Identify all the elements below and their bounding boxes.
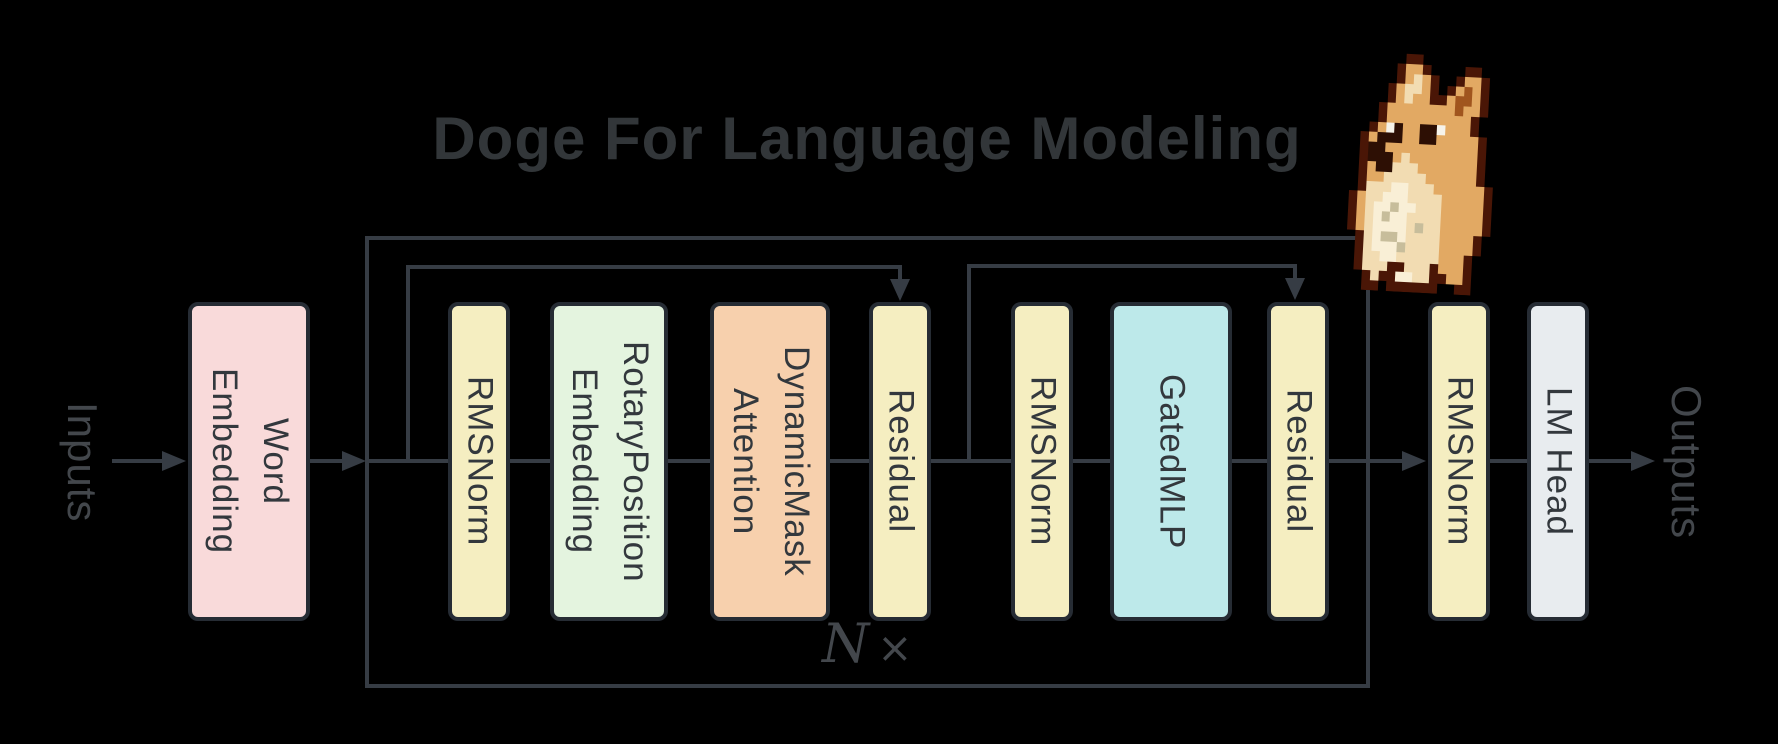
- page-title: Doge For Language Modeling: [432, 105, 1302, 172]
- block-label: RMSNorm: [1440, 376, 1480, 547]
- block-rmsnorm-2: RMSNorm: [1011, 302, 1073, 621]
- block-label: Residual: [1279, 389, 1319, 534]
- arrowhead-into-embedding: [162, 451, 186, 471]
- block-rmsnorm-3: RMSNorm: [1428, 302, 1490, 621]
- block-rotary-position-embedding: RotaryPosition Embedding: [550, 302, 668, 621]
- residual-skip-2: [967, 264, 1297, 461]
- arrowhead-residual-2: [1285, 278, 1305, 300]
- times-symbol: ×: [877, 623, 913, 672]
- block-label: RMSNorm: [1023, 376, 1063, 547]
- arrowhead-into-loop: [342, 451, 366, 471]
- outputs-label: Outputs: [1663, 384, 1710, 540]
- block-label: Word Embedding: [205, 368, 295, 555]
- arrowhead-into-final-norm: [1402, 451, 1426, 471]
- block-rmsnorm-1: RMSNorm: [448, 302, 510, 621]
- residual-skip-1: [406, 265, 902, 461]
- block-label: RMSNorm: [460, 376, 500, 547]
- inputs-label: Inputs: [59, 401, 106, 523]
- doge-pixel-art-image: [1343, 51, 1509, 297]
- arrowhead-residual-1: [890, 279, 910, 301]
- block-dynamicmask-attention: DynamicMask Attention: [710, 302, 830, 621]
- block-gatedmlp: GatedMLP: [1110, 302, 1232, 621]
- arrowhead-outputs: [1631, 451, 1655, 471]
- block-label: Residual: [881, 389, 921, 534]
- block-residual-1: Residual: [869, 302, 931, 621]
- loop-n: N: [822, 612, 870, 675]
- block-label: RotaryPosition Embedding: [565, 340, 655, 583]
- block-label: LM Head: [1539, 386, 1579, 537]
- block-residual-2: Residual: [1267, 302, 1329, 621]
- block-label: GatedMLP: [1152, 373, 1192, 550]
- block-word-embedding: Word Embedding: [188, 302, 310, 621]
- block-lm-head: LM Head: [1527, 302, 1589, 621]
- block-label: DynamicMask Attention: [726, 346, 816, 577]
- loop-count-label: N ×: [822, 612, 912, 675]
